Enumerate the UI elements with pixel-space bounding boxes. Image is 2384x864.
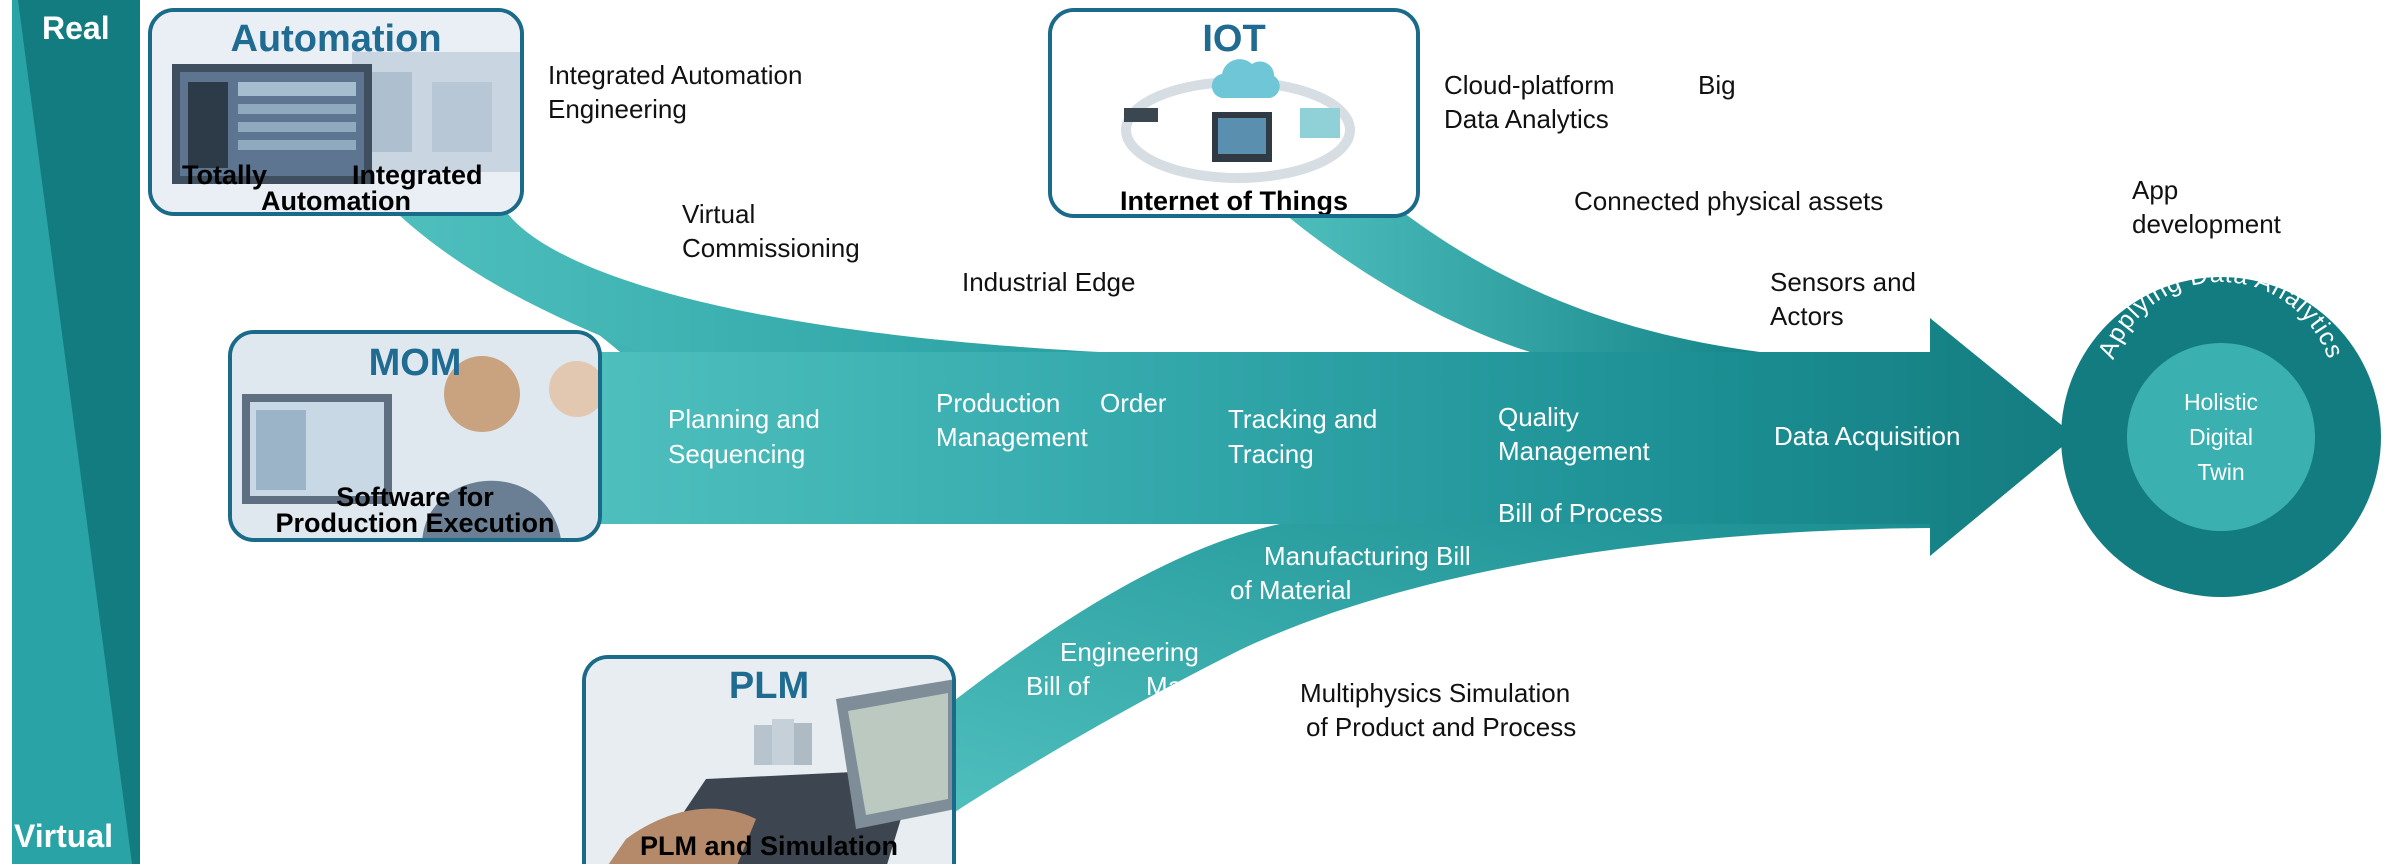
- automation-caption-line2: Automation: [261, 186, 411, 216]
- label-big: Big: [1698, 70, 1736, 100]
- iot-box[interactable]: IOT Internet of Things: [1048, 8, 1420, 218]
- label-cloud-platform: Cloud-platform: [1444, 70, 1615, 100]
- label-commissioning: Commissioning: [682, 233, 860, 263]
- label-tracking-and: Tracking and: [1228, 404, 1378, 434]
- label-development: development: [2132, 209, 2281, 239]
- automation-title: Automation: [230, 18, 442, 60]
- automation-flow-band: [398, 210, 1100, 352]
- mom-box[interactable]: MOM Software for Production Execution: [228, 330, 602, 542]
- label-of-material: of Material: [1230, 575, 1352, 605]
- iot-caption: Internet of Things: [1120, 186, 1348, 216]
- twin-center-line1: Holistic: [2183, 389, 2259, 415]
- label-production: Production: [936, 388, 1061, 418]
- virtual-label: Virtual: [14, 818, 113, 854]
- twin-center-line3: Twin: [2197, 459, 2245, 485]
- label-quality: Quality: [1498, 402, 1579, 432]
- mom-caption-line2: Production Execution: [275, 508, 555, 538]
- label-management-production: Management: [936, 422, 1088, 452]
- twin-center-line2: Digital: [2189, 424, 2253, 450]
- plm-title: PLM: [728, 665, 810, 707]
- mom-title: MOM: [368, 342, 462, 384]
- label-industrial-edge: Industrial Edge: [962, 267, 1136, 297]
- mom-image: [232, 334, 598, 538]
- label-data-acquisition: Data Acquisition: [1774, 421, 1961, 451]
- label-manufacturing-bill: Manufacturing Bill: [1264, 541, 1471, 571]
- automation-caption-left: Totally: [182, 160, 268, 190]
- label-sequencing: Sequencing: [668, 439, 806, 469]
- mom-caption-line1: Software for: [336, 482, 494, 512]
- real-virtual-bar-shade: [18, 0, 140, 864]
- label-planning-and: Planning and: [668, 404, 820, 434]
- label-engineering: Engineering: [548, 94, 687, 124]
- label-app: App: [2132, 175, 2179, 205]
- label-integrated-automation: Integrated Automation: [548, 60, 803, 90]
- label-material: Material: [1146, 671, 1239, 701]
- label-engineering-bom: Engineering: [1060, 637, 1199, 667]
- automation-image: [152, 12, 520, 212]
- plm-flow: [955, 520, 1930, 812]
- label-virtual: Virtual: [682, 199, 756, 229]
- automation-caption-right: Integrated: [352, 160, 483, 190]
- label-multiphysics-1: Multiphysics Simulation: [1300, 678, 1571, 708]
- real-label: Real: [42, 10, 110, 46]
- label-actors: Actors: [1770, 301, 1844, 331]
- iot-image: [1052, 12, 1416, 214]
- label-management-quality: Management: [1498, 436, 1650, 466]
- plm-image: [586, 659, 952, 864]
- main-flow-arrow: [600, 318, 2075, 556]
- label-multiphysics-2: of Product and Process: [1306, 712, 1577, 742]
- label-sensors-and: Sensors and: [1770, 267, 1916, 297]
- label-connected-physical-assets: Connected physical assets: [1574, 186, 1884, 216]
- automation-box[interactable]: Automation Totally Integrated Automation: [148, 8, 524, 216]
- label-data-analytics: Data Analytics: [1444, 104, 1609, 134]
- digital-twin-inner-circle: [2127, 343, 2315, 531]
- label-bill-of-process: Bill of Process: [1498, 498, 1663, 528]
- label-tracing: Tracing: [1228, 439, 1314, 469]
- label-bill-of: Bill of: [1026, 671, 1090, 701]
- plm-caption: PLM and Simulation: [639, 831, 898, 861]
- label-order: Order: [1100, 388, 1167, 418]
- iot-flow: [1280, 210, 1760, 352]
- plm-box[interactable]: PLM PLM and Simulation: [582, 655, 956, 864]
- iot-title: IOT: [1202, 18, 1266, 60]
